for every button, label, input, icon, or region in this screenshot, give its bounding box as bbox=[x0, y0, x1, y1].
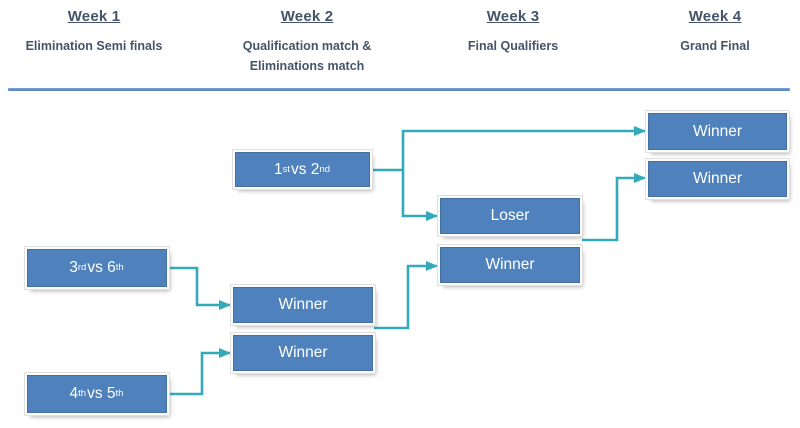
bracket-box-week3-loser: Loser bbox=[440, 198, 580, 234]
header-divider bbox=[8, 88, 790, 91]
week1-title: Week 1 bbox=[67, 8, 121, 25]
week2-subtitle-line2: Eliminations match bbox=[249, 59, 365, 73]
connector-line-3 bbox=[167, 266, 231, 310]
connector-line-2 bbox=[582, 173, 646, 242]
bracket-box-label: vs 2 bbox=[291, 160, 320, 178]
week3-subtitle-line1: Final Qualifiers bbox=[467, 39, 559, 53]
bracket-box-label: Loser bbox=[490, 207, 530, 224]
week4-subtitle: Grand Final bbox=[630, 36, 800, 56]
bracket-box-label: vs 6 bbox=[87, 259, 116, 276]
week1-header: Week 1 Elimination Semi finals bbox=[9, 8, 179, 56]
week4-subtitle-line1: Grand Final bbox=[680, 39, 750, 53]
week2-title: Week 2 bbox=[280, 8, 334, 25]
connector-line-5 bbox=[374, 261, 438, 330]
week3-subtitle: Final Qualifiers bbox=[428, 36, 598, 56]
connector-line-4 bbox=[167, 348, 231, 396]
bracket-box-week4-winner-bottom: Winner bbox=[648, 161, 787, 197]
bracket-box-week2-winner-bottom: Winner bbox=[233, 335, 373, 371]
week4-header: Week 4 Grand Final bbox=[630, 8, 800, 56]
bracket-box-label: Winner bbox=[692, 122, 743, 140]
bracket-box-week4-winner-top: Winner bbox=[648, 113, 787, 150]
week3-header: Week 3 Final Qualifiers bbox=[428, 8, 598, 56]
bracket-box-week3-winner: Winner bbox=[440, 247, 580, 283]
bracket-box-week2-winner-top: Winner bbox=[233, 287, 373, 323]
connector-line-1 bbox=[401, 170, 438, 221]
bracket-box-label: Winner bbox=[692, 170, 743, 187]
bracket-box-label: Winner bbox=[485, 256, 535, 273]
bracket-box-label: Winner bbox=[278, 344, 328, 361]
week3-title: Week 3 bbox=[486, 8, 540, 25]
connector-line-0 bbox=[370, 126, 646, 172]
week4-title: Week 4 bbox=[688, 8, 742, 25]
week1-subtitle-line1: Elimination Semi finals bbox=[25, 39, 163, 53]
bracket-box-label: 4 bbox=[69, 385, 79, 402]
week1-subtitle: Elimination Semi finals bbox=[9, 36, 179, 56]
bracket-box-label: vs 5 bbox=[87, 385, 116, 402]
week2-header: Week 2 Qualification match & Elimination… bbox=[222, 8, 392, 76]
week2-subtitle-line1: Qualification match & bbox=[242, 39, 372, 53]
bracket-box-label: 3 bbox=[69, 259, 78, 276]
bracket-box-label: Winner bbox=[278, 296, 328, 313]
bracket-box-label: 1 bbox=[273, 160, 283, 178]
week2-subtitle: Qualification match & Eliminations match bbox=[222, 36, 392, 76]
